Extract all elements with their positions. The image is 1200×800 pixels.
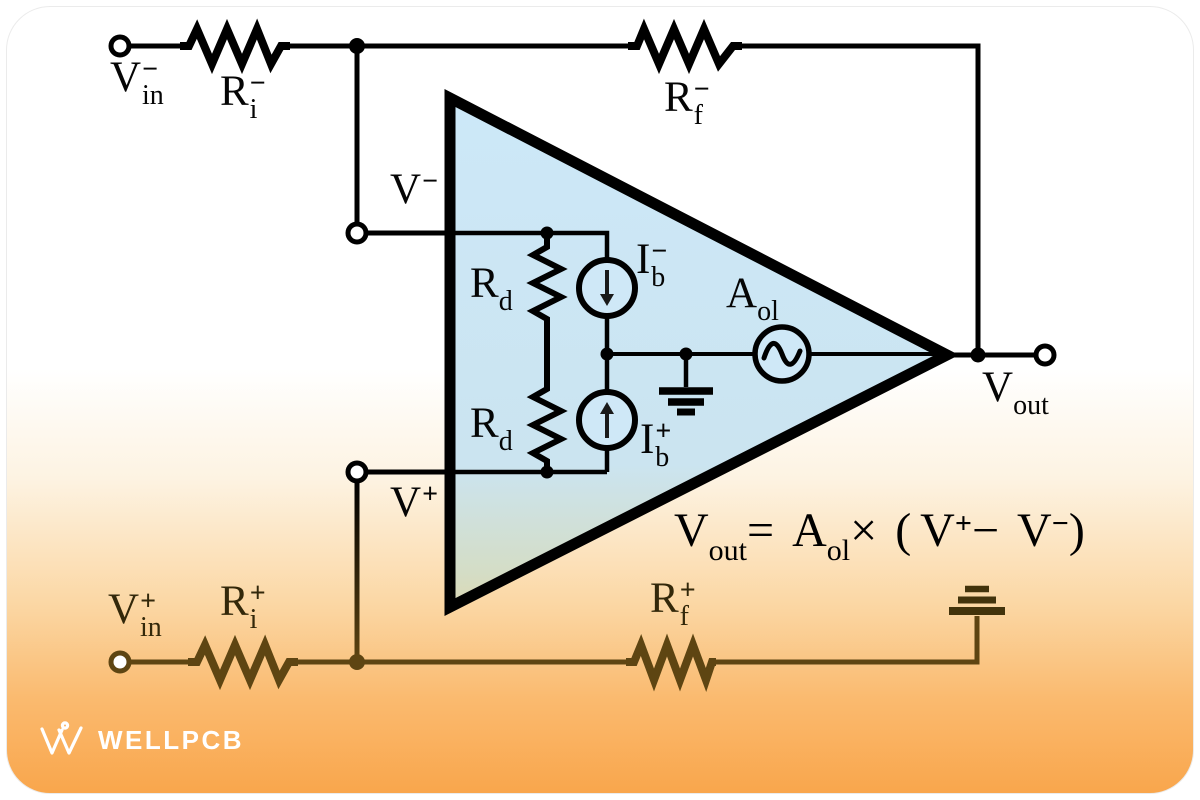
label-rf-neg-base: R bbox=[664, 74, 693, 121]
formula-lhs-base: V bbox=[674, 504, 709, 557]
label-vin-pos: V+in bbox=[108, 586, 162, 642]
terminal-vin-neg bbox=[108, 34, 132, 58]
label-aol: Aol bbox=[726, 270, 779, 326]
label-ri-pos: R+i bbox=[220, 578, 266, 634]
label-ib-neg: I−b bbox=[636, 236, 668, 292]
resistor-rd-chain bbox=[526, 233, 568, 472]
inverting-input-network bbox=[129, 18, 1036, 475]
label-rf-pos-base: R bbox=[650, 575, 679, 622]
junction-ground-tap bbox=[679, 347, 693, 361]
formula-gain-base: A bbox=[792, 504, 827, 557]
junction-dots bbox=[349, 38, 986, 670]
label-vin-neg-sup: − bbox=[142, 54, 159, 85]
formula-close-paren: ) bbox=[1068, 504, 1085, 557]
resistor-rf-pos bbox=[626, 633, 716, 693]
label-v-plus-base: V bbox=[390, 479, 422, 526]
internal-bias-model bbox=[452, 230, 947, 475]
junction-rd-top bbox=[540, 226, 554, 240]
label-ri-pos-base: R bbox=[220, 578, 249, 625]
label-rf-pos-sup: + bbox=[679, 575, 696, 606]
ground-bottom-right bbox=[949, 585, 1005, 615]
wellpcb-logo: WELLPCB bbox=[38, 719, 244, 761]
formula-minus: − bbox=[971, 504, 1000, 557]
label-ib-neg-sup: − bbox=[651, 236, 668, 267]
resistor-ri-neg bbox=[180, 18, 290, 75]
label-ri-neg: R−i bbox=[220, 68, 266, 124]
terminal-vin-pos bbox=[108, 650, 132, 674]
arrow-down-head bbox=[600, 294, 614, 306]
label-rf-neg: R−f bbox=[664, 74, 710, 130]
terminals bbox=[108, 34, 1057, 674]
junction-output bbox=[970, 347, 986, 363]
label-vin-pos-base: V bbox=[108, 586, 140, 633]
junction-bottom-rail bbox=[349, 654, 365, 670]
label-vin-pos-sup: + bbox=[140, 586, 157, 617]
label-ri-neg-sub: i bbox=[249, 94, 258, 125]
formula-lhs-sub: out bbox=[708, 534, 748, 567]
junction-internal-node bbox=[600, 347, 614, 361]
junction-rd-bottom bbox=[540, 465, 554, 479]
sine-wave-icon bbox=[761, 341, 803, 367]
label-v-plus: V+ bbox=[390, 479, 439, 526]
label-vin-neg-sub: in bbox=[142, 80, 164, 111]
label-ib-pos-sup: + bbox=[655, 416, 672, 447]
resistor-ri-pos bbox=[188, 634, 298, 691]
terminal-vout bbox=[1033, 343, 1057, 367]
label-ib-neg-base: I bbox=[636, 236, 651, 283]
formula-times: × bbox=[850, 504, 878, 557]
formula-gain-sub: ol bbox=[826, 534, 851, 567]
label-vin-pos-sub: in bbox=[140, 612, 162, 643]
label-ib-pos: I+b bbox=[640, 416, 672, 472]
label-v-minus: V− bbox=[390, 166, 439, 213]
formula-equals: = bbox=[747, 504, 775, 557]
transfer-function-formula: Vout=Aol×(V+−V−) bbox=[674, 504, 1085, 566]
terminal-v-plus-node bbox=[345, 460, 369, 484]
formula-vplus-base: V bbox=[920, 504, 955, 557]
label-vout: Vout bbox=[982, 364, 1049, 420]
label-rd-top: Rd bbox=[470, 260, 513, 316]
label-v-minus-base: V bbox=[390, 166, 422, 213]
label-aol-base: A bbox=[726, 270, 758, 317]
noninverting-input-network bbox=[129, 616, 980, 693]
label-ri-pos-sup: + bbox=[249, 578, 266, 609]
formula-vplus-sup: + bbox=[954, 507, 972, 540]
wire-internal-top bbox=[452, 230, 610, 260]
label-rd-top-sub: d bbox=[498, 286, 513, 317]
label-ri-neg-sup: − bbox=[249, 68, 266, 99]
label-ib-neg-sub: b bbox=[651, 262, 666, 293]
label-ri-pos-sub: i bbox=[249, 604, 258, 635]
label-ib-pos-sub: b bbox=[655, 442, 670, 473]
wellpcb-brand-text: WELLPCB bbox=[98, 724, 245, 755]
label-rf-pos-sub: f bbox=[679, 601, 689, 632]
label-vin-neg-base: V bbox=[110, 54, 142, 101]
junction-top-rail bbox=[349, 38, 365, 54]
label-rd-bottom: Rd bbox=[470, 400, 513, 456]
label-rf-pos: R+f bbox=[650, 575, 696, 631]
label-vout-sub: out bbox=[1013, 390, 1049, 421]
wire-feedback-neg bbox=[742, 43, 981, 355]
label-rd-bottom-sub: d bbox=[498, 426, 513, 457]
label-aol-sub: ol bbox=[757, 296, 779, 327]
resistor-rf-neg bbox=[628, 18, 742, 75]
terminal-v-neg-node bbox=[345, 221, 369, 245]
label-rf-neg-sub: f bbox=[693, 100, 703, 131]
label-ib-pos-base: I bbox=[640, 416, 655, 463]
label-rd-top-base: R bbox=[470, 260, 499, 307]
label-ri-neg-base: R bbox=[220, 68, 249, 115]
arrow-up-head bbox=[600, 402, 614, 414]
current-source-arrows bbox=[600, 270, 614, 438]
formula-vminus-base: V bbox=[1017, 504, 1052, 557]
label-v-minus-sup: − bbox=[422, 166, 439, 197]
formula-open-paren: ( bbox=[895, 504, 912, 557]
label-rd-bottom-base: R bbox=[470, 400, 499, 447]
label-vin-neg: V−in bbox=[110, 54, 164, 110]
label-v-plus-sup: + bbox=[422, 479, 439, 510]
wire-feedback-pos bbox=[716, 616, 980, 665]
wellpcb-w-mark-icon bbox=[40, 721, 83, 755]
formula-vminus-sup: − bbox=[1051, 507, 1069, 540]
label-rf-neg-sup: − bbox=[693, 74, 710, 105]
label-vout-base: V bbox=[982, 364, 1014, 411]
